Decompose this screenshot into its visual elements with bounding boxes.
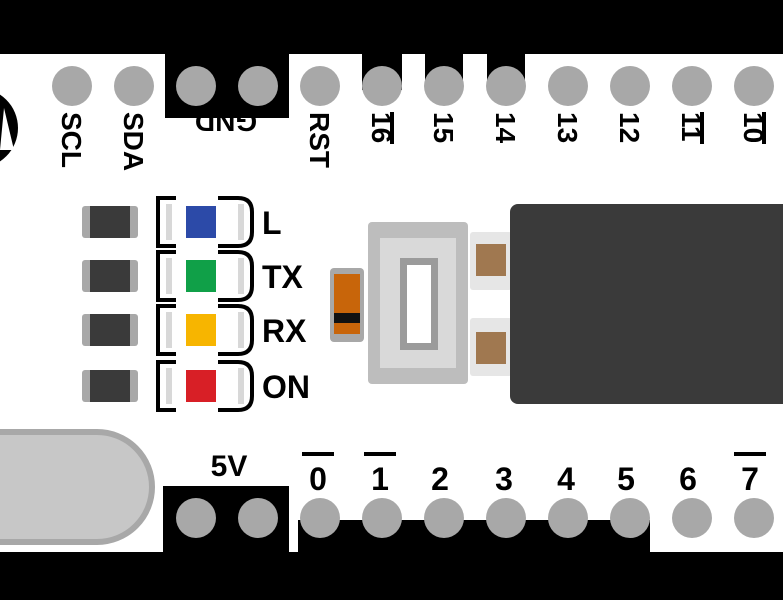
led-label: ON — [262, 369, 310, 405]
pin-pad — [486, 498, 526, 538]
top-pin-label-rst: RST — [304, 112, 335, 168]
svg-text:3: 3 — [495, 461, 513, 497]
top-pin-labels: SCL SDA GND RST 16 15 14 13 12 11 10 — [56, 106, 769, 171]
top-pin-label-sda: SDA — [118, 112, 149, 171]
pin-pad — [176, 66, 216, 106]
top-pin-label-15: 15 — [428, 112, 459, 143]
svg-text:5: 5 — [617, 461, 635, 497]
bottom-pin-label-5: 5 — [617, 461, 635, 497]
pin-pad — [238, 498, 278, 538]
reset-switch — [368, 222, 468, 384]
resistor — [330, 268, 364, 342]
led-on: ON — [156, 360, 310, 412]
bottom-pin-label-1: 1 — [364, 452, 396, 497]
pin-pad — [672, 66, 712, 106]
top-pin-label-14: 14 — [490, 112, 521, 144]
svg-text:12: 12 — [614, 112, 645, 143]
led-rx: RX — [156, 304, 307, 356]
svg-text:2: 2 — [431, 461, 449, 497]
bottom-pin-labels: 0 1 2 3 4 5 6 7 — [302, 452, 766, 497]
5v-label: 5V — [211, 450, 248, 483]
pin-pad — [362, 498, 402, 538]
svg-text:13: 13 — [552, 112, 583, 143]
svg-text:15: 15 — [428, 112, 459, 143]
led-color — [186, 260, 216, 292]
bottom-pin-label-4: 4 — [557, 461, 575, 497]
top-pin-label-10: 10 — [738, 112, 769, 144]
pin-pad — [610, 498, 650, 538]
pin-pad — [362, 66, 402, 106]
led-label: TX — [262, 259, 304, 295]
led-l: L — [156, 196, 282, 248]
svg-text:14: 14 — [490, 112, 521, 144]
top-pin-label-11: 11 — [676, 112, 707, 144]
svg-text:1: 1 — [371, 461, 389, 497]
pin-pad — [672, 498, 712, 538]
smd-pad-body — [90, 314, 130, 346]
pin-pad — [424, 66, 464, 106]
top-pin-label-gnd: GND — [195, 106, 257, 137]
smd-pad-body — [90, 370, 130, 402]
led-color — [186, 370, 216, 402]
svg-text:4: 4 — [557, 461, 575, 497]
led-color — [186, 314, 216, 346]
bottom-pin-label-3: 3 — [495, 461, 513, 497]
pin-pad — [548, 498, 588, 538]
svg-text:0: 0 — [309, 461, 327, 497]
svg-text:7: 7 — [741, 461, 759, 497]
svg-text:6: 6 — [679, 461, 697, 497]
overline — [762, 112, 766, 144]
bottom-pin-label-2: 2 — [431, 461, 449, 497]
pin-pad — [610, 66, 650, 106]
led-label: L — [262, 205, 282, 241]
pin-pad — [176, 498, 216, 538]
usb-connector — [0, 429, 155, 545]
top-pin-label-13: 13 — [552, 112, 583, 143]
overline — [302, 452, 334, 456]
overline — [700, 112, 704, 144]
bottom-edge — [0, 552, 783, 600]
pin-pad — [300, 498, 340, 538]
smd-pad-body — [90, 260, 130, 292]
pin-pad — [114, 66, 154, 106]
capacitor-upper — [470, 232, 512, 290]
bottom-pin-pads — [176, 498, 774, 538]
led-label: RX — [262, 313, 307, 349]
overline — [364, 452, 396, 456]
svg-text:SCL: SCL — [56, 112, 87, 168]
logo-triangle-icon — [0, 108, 14, 150]
pin-pad — [548, 66, 588, 106]
bottom-pin-label-7: 7 — [734, 452, 766, 497]
top-pin-label-16: 16 — [366, 112, 397, 144]
overline — [390, 112, 394, 144]
smd-pad-body — [90, 206, 130, 238]
microcontroller-chip — [510, 204, 783, 404]
pin-pad — [424, 498, 464, 538]
overline — [734, 452, 766, 456]
pin-pad — [734, 498, 774, 538]
pin-pad — [238, 66, 278, 106]
led-tx: TX — [156, 250, 304, 302]
pin-pad — [486, 66, 526, 106]
top-pin-label-scl: SCL — [56, 112, 87, 168]
left-smd-pads — [82, 206, 138, 402]
svg-text:GND: GND — [195, 106, 257, 137]
top-pin-label-12: 12 — [614, 112, 645, 143]
svg-text:RST: RST — [304, 112, 335, 168]
capacitor-lower — [470, 318, 512, 376]
bottom-pin-label-6: 6 — [679, 461, 697, 497]
bottom-pin-label-0: 0 — [302, 452, 334, 497]
pin-pad — [300, 66, 340, 106]
led-group: L TX RX ON — [156, 196, 310, 412]
led-color — [186, 206, 216, 238]
pin-pad — [734, 66, 774, 106]
pin-pad — [52, 66, 92, 106]
svg-text:SDA: SDA — [118, 112, 149, 171]
top-pin-pads — [52, 66, 774, 106]
